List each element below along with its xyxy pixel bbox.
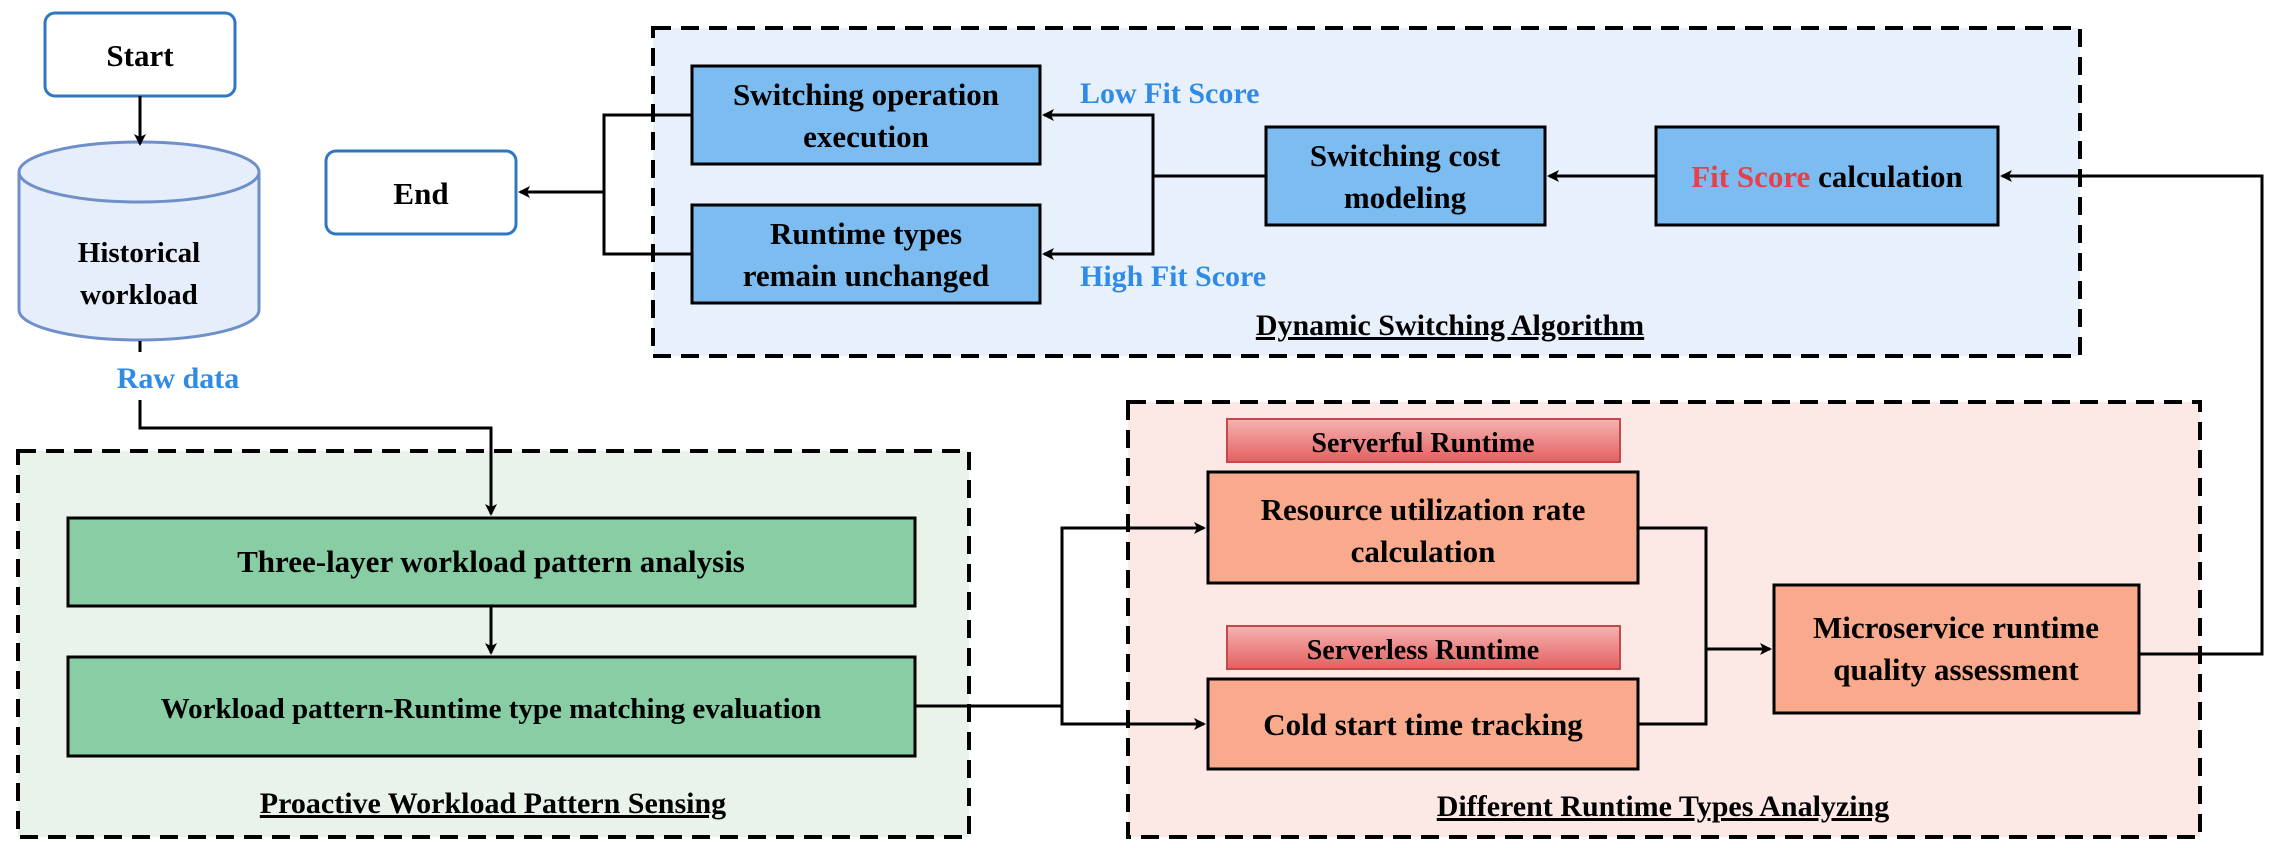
runtime-unchanged-box <box>690 203 1042 305</box>
serverful-runtime-tag <box>1226 418 1621 463</box>
serverless-runtime-label: Serverless Runtime <box>1307 635 1540 666</box>
cold-start-box <box>1206 677 1640 771</box>
fit-score-box <box>1654 125 2000 227</box>
quality-assessment-box <box>1772 583 2141 715</box>
fit-score-rest-text: calculation <box>1810 159 1962 194</box>
quality-assessment-line2: quality assessment <box>1833 652 2079 687</box>
fit-score-label: Fit Score calculation <box>1691 159 1963 194</box>
arrow-to-runtime-unchanged <box>1042 176 1155 260</box>
serverless-runtime-tag <box>1226 625 1621 670</box>
arrow-to-resource <box>1060 522 1206 706</box>
line-exec-unchanged-merge <box>602 113 692 256</box>
switching-cost-line1: Switching cost <box>1310 138 1501 173</box>
group-title-runtime: Different Runtime Types Analyzing <box>1437 790 1890 823</box>
raw-data-label: Raw data <box>117 362 240 395</box>
group-title-dynamic: Dynamic Switching Algorithm <box>1256 309 1644 342</box>
group-title-proactive: Proactive Workload Pattern Sensing <box>260 787 726 820</box>
serverful-runtime-label: Serverful Runtime <box>1311 428 1534 459</box>
start-label: Start <box>106 38 174 73</box>
resource-utilization-line2: calculation <box>1351 534 1496 569</box>
group-proactive-sensing <box>16 449 971 839</box>
resource-utilization-box <box>1206 470 1640 585</box>
quality-assessment-line1: Microservice runtime <box>1813 610 2099 645</box>
fit-score-red-text: Fit Score <box>1691 159 1810 194</box>
end-label: End <box>393 176 448 211</box>
database-label-line2: workload <box>80 279 198 311</box>
database-label-line1: Historical <box>78 237 200 269</box>
connectors <box>134 96 2264 730</box>
matching-eval-box <box>66 655 917 758</box>
high-fit-score-label: High Fit Score <box>1080 260 1266 293</box>
end-node <box>324 149 518 236</box>
resource-utilization-line1: Resource utilization rate <box>1261 492 1586 527</box>
cold-start-label: Cold start time tracking <box>1263 707 1583 742</box>
historical-workload-database <box>17 140 261 342</box>
arrow-to-switching-execution <box>1042 109 1155 176</box>
arrow-rawdata-to-pattern <box>138 400 497 516</box>
line-resource-to-merge <box>1638 526 1708 726</box>
low-fit-score-label: Low Fit Score <box>1080 77 1259 110</box>
switching-execution-box <box>690 64 1042 166</box>
switching-execution-line2: execution <box>803 119 929 154</box>
arrow-quality-to-fitscore <box>2000 170 2264 656</box>
pattern-analysis-box <box>66 516 917 608</box>
matching-eval-label: Workload pattern-Runtime type matching e… <box>161 693 822 725</box>
pattern-analysis-label: Three-layer workload pattern analysis <box>237 544 745 579</box>
switching-cost-line2: modeling <box>1344 180 1467 215</box>
switching-execution-line1: Switching operation <box>733 77 999 112</box>
runtime-unchanged-line1: Runtime types <box>770 216 962 251</box>
arrow-to-coldstart <box>1060 706 1206 730</box>
runtime-unchanged-line2: remain unchanged <box>743 258 990 293</box>
switching-cost-box <box>1264 125 1547 227</box>
